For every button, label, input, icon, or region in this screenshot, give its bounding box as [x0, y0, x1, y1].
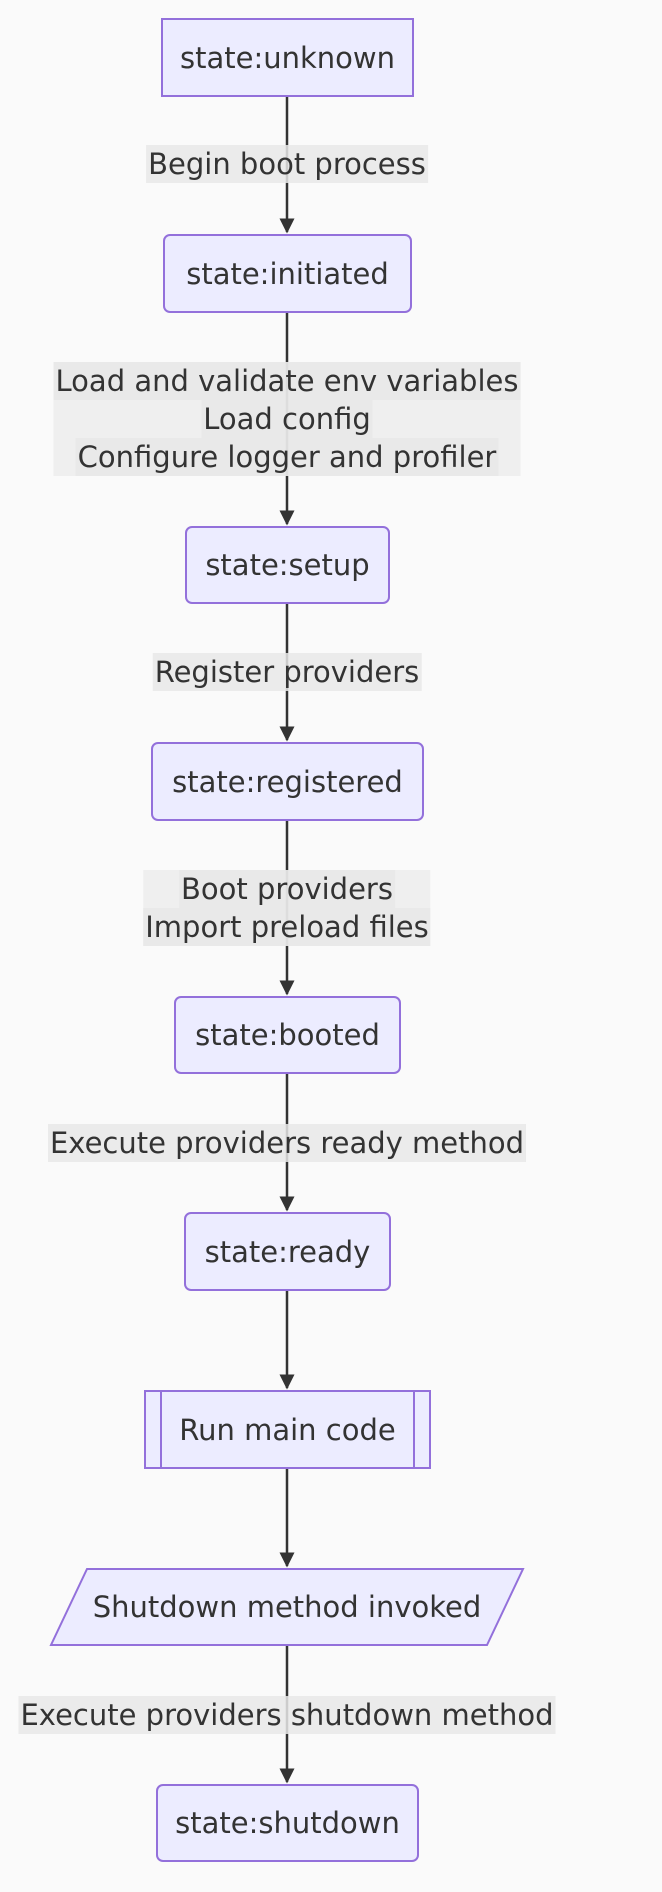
edge-label-register-providers: Register providers	[152, 653, 422, 691]
node-state-initiated: state:initiated	[163, 234, 412, 313]
parallelogram-shape	[49, 1568, 525, 1646]
node-label: state:unknown	[179, 40, 395, 75]
node-state-ready: state:ready	[184, 1212, 391, 1291]
node-state-registered: state:registered	[151, 742, 424, 821]
node-label: state:shutdown	[175, 1806, 400, 1840]
edge-label-line: Load config	[201, 400, 373, 438]
node-run-main-code: Run main code	[144, 1390, 431, 1469]
node-label: state:registered	[172, 764, 403, 799]
subroutine-shape	[144, 1390, 431, 1469]
node-label: Shutdown method invoked	[92, 1590, 482, 1624]
node-label: state:ready	[204, 1234, 371, 1269]
edge-label-line: Boot providers	[179, 870, 395, 908]
edge-label-boot-providers: Boot providers Import preload files	[143, 870, 431, 946]
edge-label-line: Register providers	[152, 653, 422, 691]
node-state-setup: state:setup	[185, 526, 390, 604]
edge-label-line: Execute providers ready method	[47, 1124, 527, 1162]
edge-label-ready-method: Execute providers ready method	[47, 1124, 527, 1162]
node-state-shutdown: state:shutdown	[156, 1784, 419, 1862]
edge-label-line: Configure logger and profiler	[75, 438, 499, 476]
node-state-unknown: state:unknown	[161, 18, 414, 97]
edge-label-line: Import preload files	[143, 908, 431, 946]
edge-label-line: Load and validate env variables	[53, 362, 521, 400]
node-label: state:booted	[195, 1018, 380, 1052]
edge-label-initiated-setup: Load and validate env variables Load con…	[53, 362, 521, 476]
node-label: state:setup	[205, 548, 370, 582]
node-label: Run main code	[179, 1412, 396, 1447]
edge-label-line: Execute providers shutdown method	[18, 1696, 556, 1734]
edge-label-line: Begin boot process	[146, 145, 428, 183]
node-label: state:initiated	[186, 256, 389, 291]
node-state-booted: state:booted	[174, 996, 401, 1074]
edge-label-begin-boot: Begin boot process	[146, 145, 428, 183]
edge-label-shutdown-method: Execute providers shutdown method	[18, 1696, 556, 1734]
node-shutdown-method-invoked: Shutdown method invoked	[49, 1568, 525, 1646]
